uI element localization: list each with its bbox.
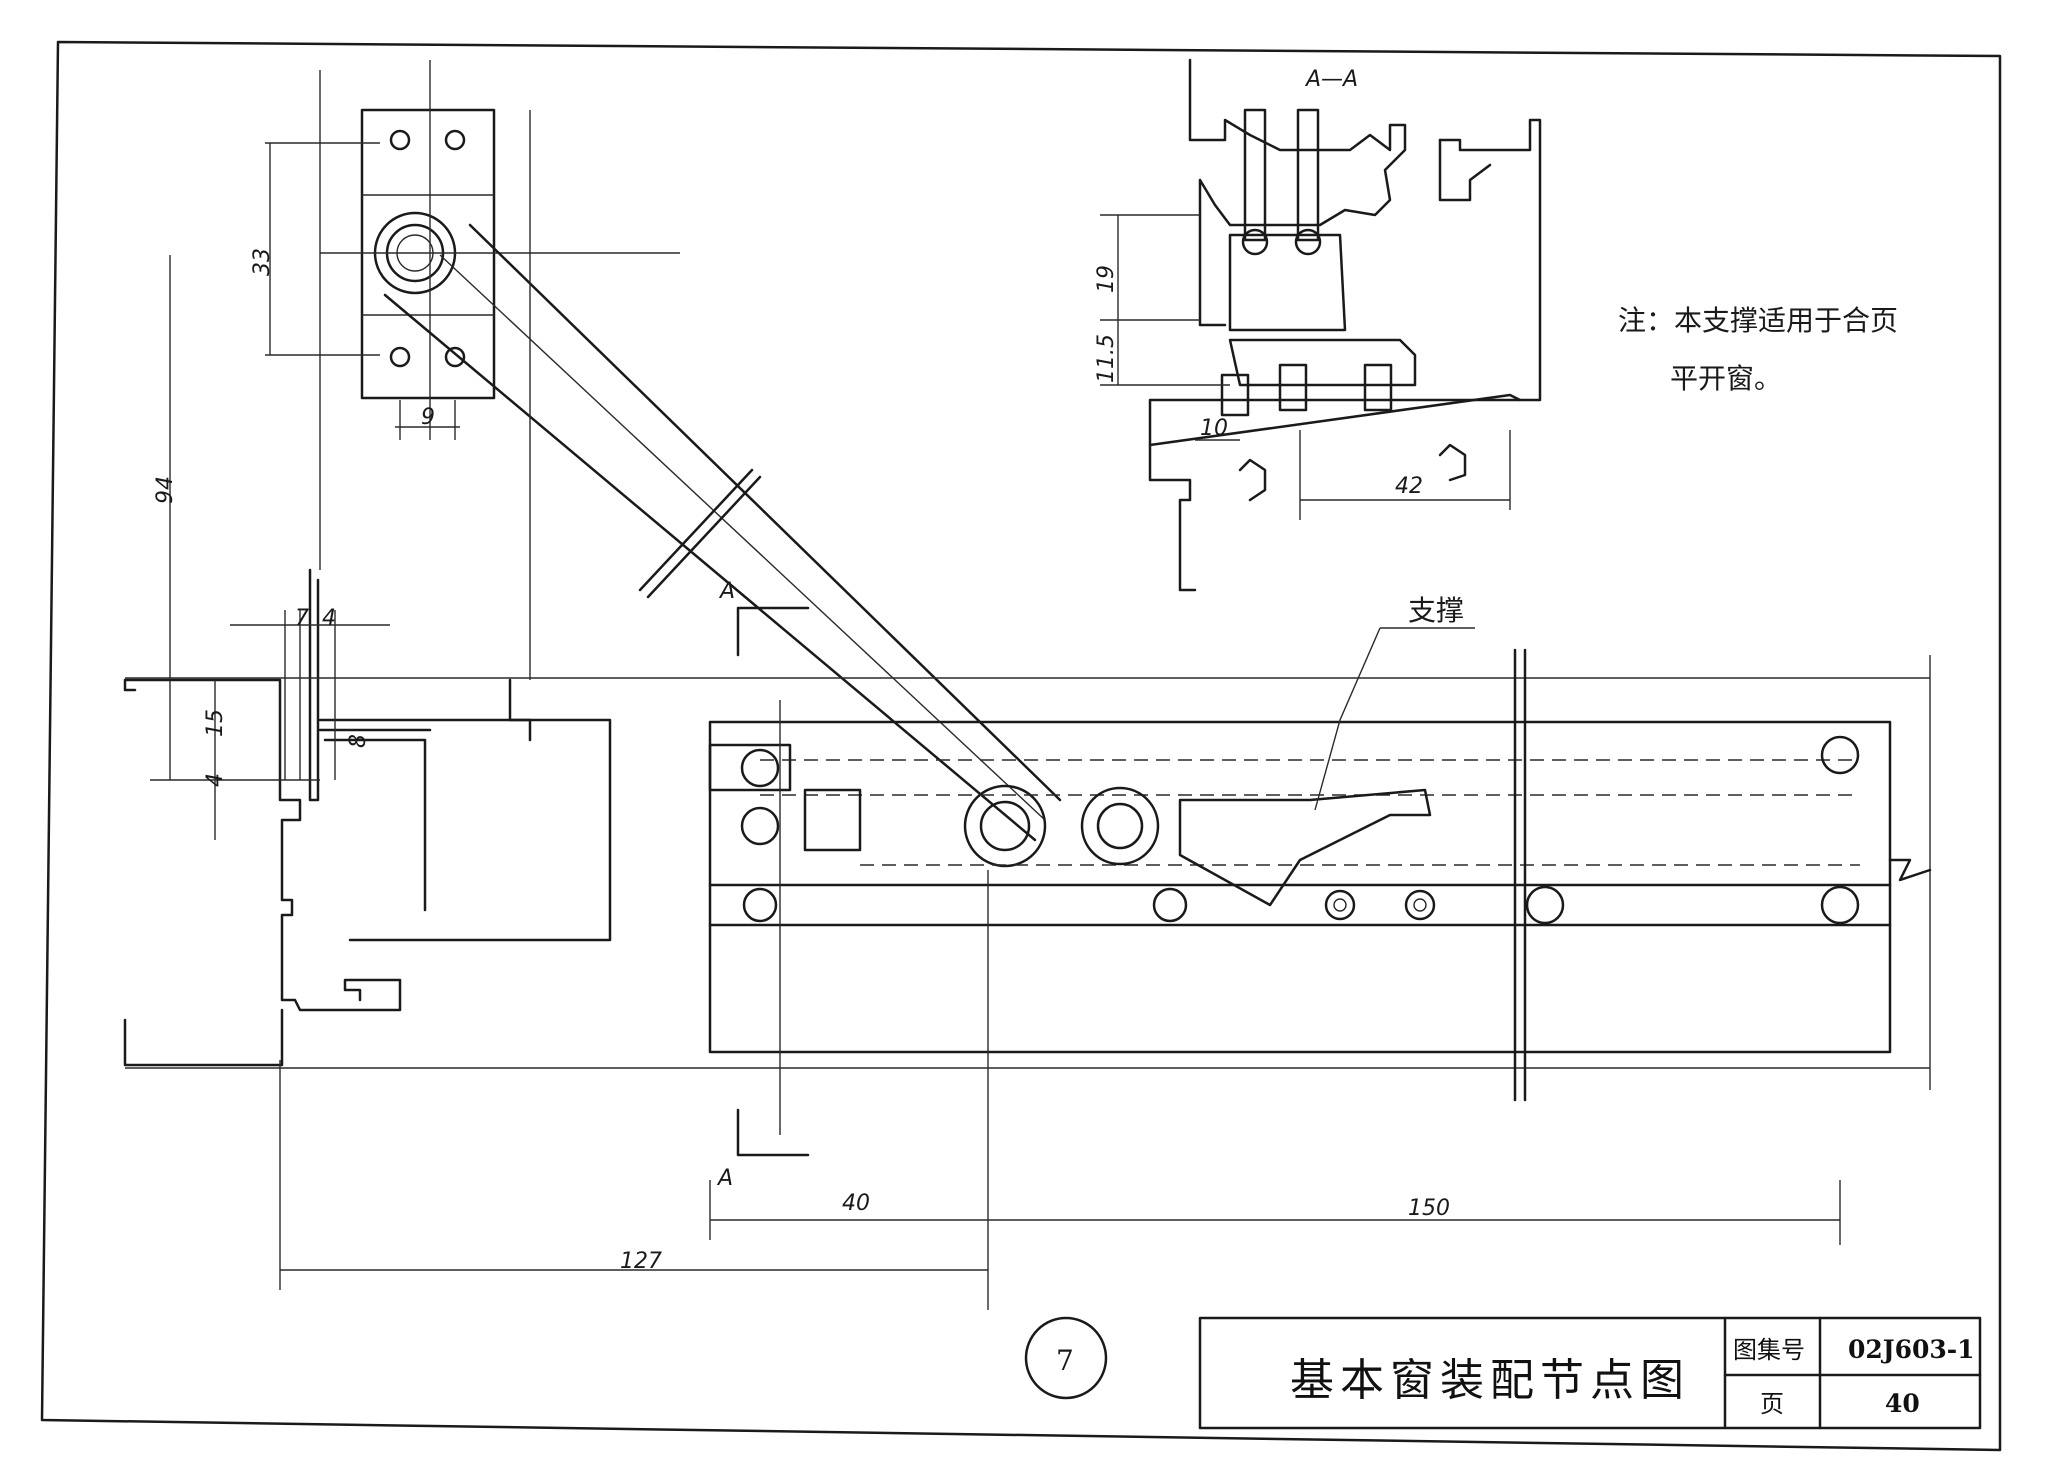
dimension-lines: 40 150 127 33 9 94 7 4 15 8 4 [153,248,1841,1310]
atlas-number: 02J603-1 [1848,1335,1975,1364]
support-callout: 支撑 [1314,594,1475,811]
dim-150: 150 [1408,1196,1450,1221]
title-block: 基本窗装配节点图 图集号 02J603-1 页 40 [1198,1316,1982,1430]
dim-19: 19 [1094,265,1119,293]
atlas-label: 图集号 [1733,1336,1805,1364]
dim-127: 127 [620,1249,662,1274]
note-block: 注：本支撑适用于合页 平开窗。 [1618,304,1898,395]
support-callout-label: 支撑 [1408,594,1464,627]
dim-10: 10 [1200,416,1228,441]
page-label: 页 [1760,1390,1784,1418]
left-frame-profile [123,110,1930,1069]
detail-number: 7 [1056,1344,1074,1377]
dim-8: 8 [346,734,371,748]
dim-7: 7 [295,606,309,631]
section-aa-detail: A—A 19 11.5 10 42 [1094,58,1542,592]
page-number: 40 [1885,1389,1920,1418]
section-mark-bottom: A [716,1166,733,1191]
drawing-title: 基本窗装配节点图 [1290,1355,1690,1406]
note-line-2: 平开窗。 [1670,362,1782,395]
section-aa-label: A—A [1304,67,1358,92]
sash-body [708,648,1932,1102]
detail-number-bubble: 7 [1024,1316,1108,1400]
dim-33: 33 [250,248,275,276]
dim-4a: 4 [322,606,336,631]
section-mark-top: A [718,579,735,604]
dim-4b: 4 [203,773,228,787]
dim-42: 42 [1395,474,1423,499]
dim-9: 9 [421,405,435,430]
dim-15: 15 [203,709,228,737]
dim-40: 40 [842,1191,870,1216]
note-line-1: 注：本支撑适用于合页 [1618,304,1898,337]
support-arm [383,223,1062,868]
dim-94: 94 [153,476,178,504]
page-border [40,40,2002,1452]
dim-11-5: 11.5 [1094,334,1119,383]
hinge-plate [265,60,680,570]
section-cut-a: A A [716,579,810,1191]
